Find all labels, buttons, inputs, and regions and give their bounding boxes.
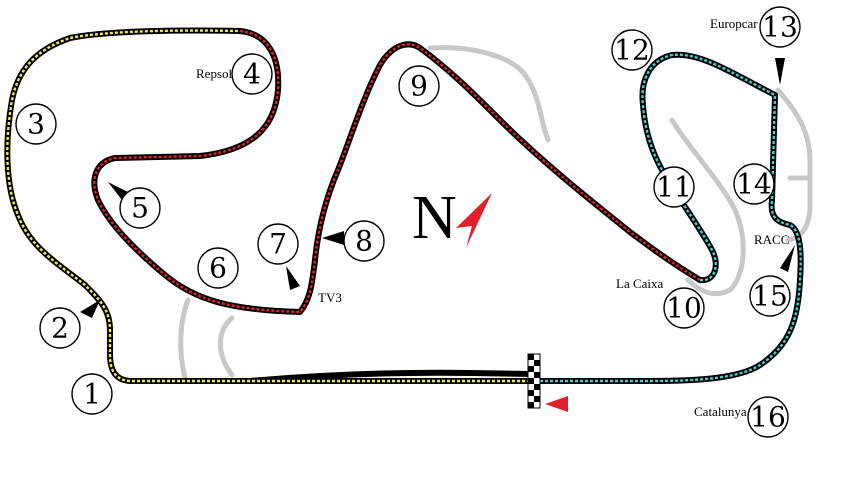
turn-16: 16 [747,396,789,438]
sector-2 [93,29,701,314]
turn-7: 7 [257,223,299,265]
turn-5: 5 [119,187,161,229]
turn-markers: 1 2 3 4 5 6 7 8 9 10 11 12 13 14 15 16 [15,6,801,438]
turn-12: 12 [611,29,653,71]
turn-3: 3 [15,103,57,145]
svg-text:9: 9 [410,70,428,103]
north-label: N [412,184,457,252]
turn-1: 1 [71,373,113,415]
svg-text:15: 15 [752,280,788,313]
sponsor-tv3: TV3 [318,290,342,305]
sponsor-repsol: Repsol [196,66,233,81]
start-finish-line [527,353,541,409]
svg-text:8: 8 [355,225,373,258]
svg-text:4: 4 [243,58,261,91]
direction-arrow-icon [545,396,568,412]
turn-8: 8 [343,220,385,262]
turn-11: 11 [653,166,695,208]
svg-text:12: 12 [614,34,650,67]
sponsor-la-caixa: La Caixa [616,276,664,291]
sector-3 [530,53,802,383]
turn-14: 14 [733,163,775,205]
svg-text:1: 1 [83,378,101,411]
turn-13: 13 [759,6,801,48]
sponsor-catalunya: Catalunya [694,404,747,419]
track-sectors [6,29,802,383]
runoff-roads [178,45,813,381]
svg-text:3: 3 [27,108,45,141]
sponsor-labels: Repsol TV3 La Caixa Europcar RACC Catalu… [196,16,789,419]
svg-text:2: 2 [51,312,69,345]
svg-text:6: 6 [209,252,227,285]
corner-pointers [80,58,795,318]
svg-text:10: 10 [666,292,702,325]
svg-text:7: 7 [269,228,287,261]
north-arrow-icon [456,193,492,248]
turn-15: 15 [749,275,791,317]
turn-10: 10 [663,287,705,329]
sponsor-racc: RACC [754,232,789,247]
turn-4: 4 [231,53,273,95]
sponsor-europcar: Europcar [710,16,758,31]
svg-text:16: 16 [750,401,786,434]
turn-2: 2 [39,307,81,349]
turn-9: 9 [398,65,440,107]
svg-text:5: 5 [131,192,149,225]
sector-1 [6,29,530,383]
svg-text:11: 11 [656,171,692,204]
svg-text:13: 13 [762,11,798,44]
svg-text:14: 14 [736,168,772,201]
turn-6: 6 [197,247,239,289]
